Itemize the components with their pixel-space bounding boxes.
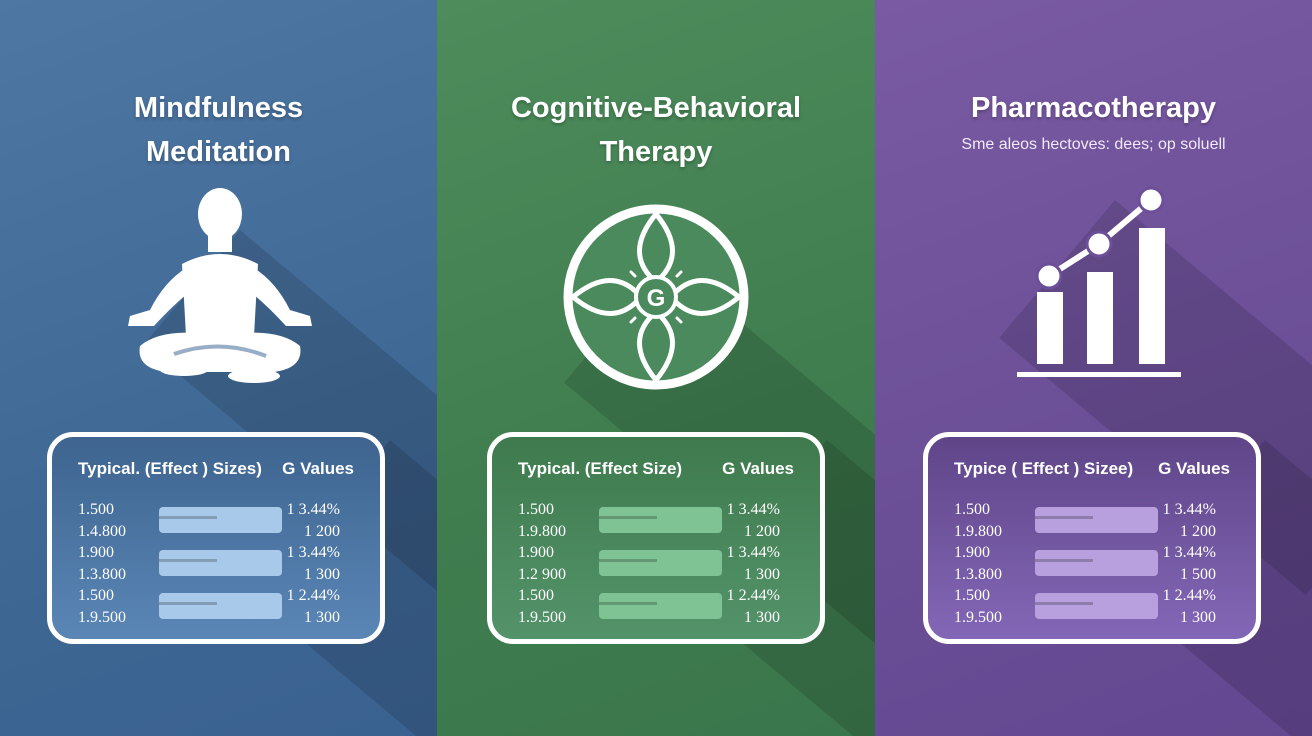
panel-subtitle: Sme aleos hectoves: dees; op soluell (961, 136, 1226, 153)
effect-size-card: Typical. (Effect ) Sizes) G Values 1.500… (47, 432, 385, 644)
effect-bar (1035, 550, 1158, 576)
card-header-label: Typical. (Effect ) Sizes) (78, 459, 262, 478)
meditation-figure-icon (128, 188, 312, 383)
card-header-label: Typical. (Effect Size) (518, 459, 683, 478)
panel-title: Cognitive-Behavioral Therapy (510, 92, 802, 168)
panel-title: Pharmacotherapy (971, 92, 1216, 124)
effect-bar (1035, 507, 1158, 533)
panel-title: Mindfulness Meditation (133, 92, 304, 168)
panel-pharmacotherapy: Pharmacotherapy Sme aleos hectoves: dees… (875, 0, 1312, 736)
card-header-values: G Values (282, 459, 354, 478)
card-header-values: G Values (1158, 459, 1230, 478)
bar-chart-trend-icon (1017, 186, 1181, 377)
effect-bar (159, 550, 282, 576)
effect-bar (599, 550, 722, 576)
effect-bar (599, 593, 722, 619)
emblem-letter: G (647, 285, 666, 312)
cbt-emblem-icon: G (563, 204, 749, 390)
card-header-label: Typice ( Effect ) Sizee) (954, 459, 1134, 478)
card-header-values: G Values (722, 459, 794, 478)
effect-bar (1035, 593, 1158, 619)
effect-bar (159, 593, 282, 619)
panel-cbt: Cognitive-Behavioral Therapy G (437, 0, 875, 736)
effect-bar (599, 507, 722, 533)
effect-bar (159, 507, 282, 533)
panel-mindfulness: Mindfulness Meditation Typical. (Effect … (0, 0, 437, 736)
